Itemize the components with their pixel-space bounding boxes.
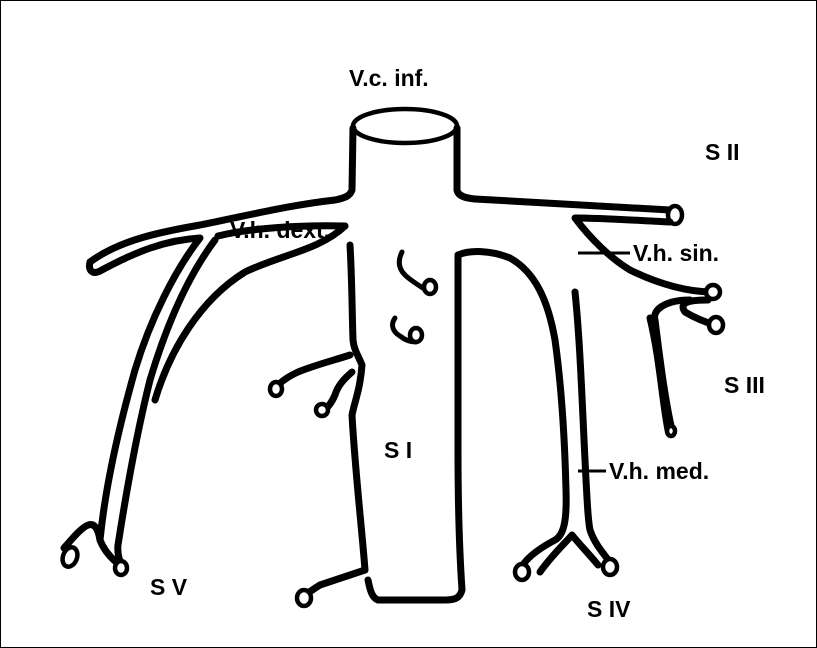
- vena-cava-right-wall: [368, 255, 462, 600]
- label-segment-iii: S III: [724, 374, 765, 397]
- caudate-vein-small-1: [399, 252, 426, 290]
- label-segment-v: S V: [150, 576, 187, 599]
- middle-hepatic-left-wall: [458, 252, 566, 570]
- label-right-hepatic-vein: V.h. dext.: [230, 219, 330, 242]
- segment-iii-stub-middle: [709, 317, 723, 333]
- middle-hepatic-right-wall: [575, 292, 612, 565]
- vena-cava-right-upper-wall: [457, 128, 475, 199]
- middle-hepatic-vein: [458, 252, 617, 580]
- label-left-hepatic-vein: V.h. sin.: [633, 242, 719, 265]
- caudate-stub-bottom: [297, 590, 311, 606]
- left-hepatic-upper-wall: [475, 199, 670, 210]
- vena-cava-left-wall: [303, 245, 365, 598]
- caudate-stub-small-2: [410, 328, 422, 342]
- vena-cava-opening: [353, 109, 457, 143]
- label-segment-i: S I: [384, 439, 412, 462]
- segment-iii-stub-lower: [667, 426, 675, 436]
- caudate-stub-small-1: [424, 280, 436, 294]
- label-vena-cava-inferior: V.c. inf.: [349, 67, 429, 90]
- caudate-stub-left: [270, 382, 282, 396]
- segment-iv-stub-left: [515, 564, 529, 580]
- right-hepatic-vein: [60, 200, 345, 575]
- vena-cava-inferior: [335, 109, 475, 200]
- left-hepatic-vein: [475, 199, 723, 436]
- label-segment-iv: S IV: [587, 598, 630, 621]
- vena-cava-body: [297, 245, 462, 606]
- label-segment-ii: S II: [705, 141, 740, 164]
- label-middle-hepatic-vein: V.h. med.: [609, 460, 709, 483]
- caudate-stub-lower: [316, 404, 328, 416]
- vena-cava-left-upper-wall: [335, 128, 353, 200]
- right-hepatic-curve: [155, 226, 345, 400]
- segment-iv-stub-right: [603, 559, 617, 575]
